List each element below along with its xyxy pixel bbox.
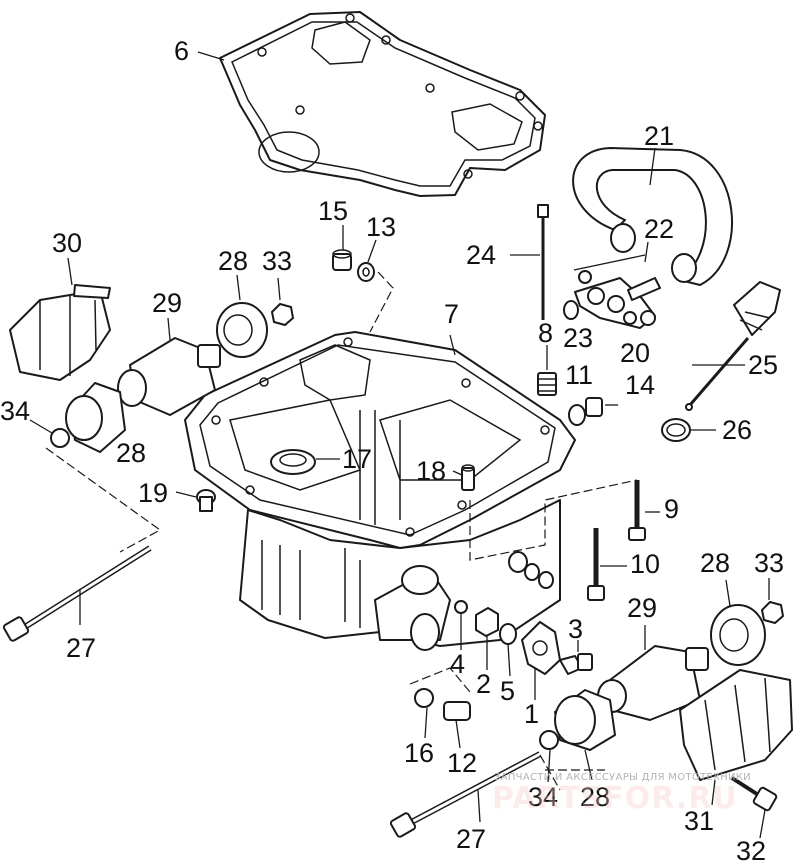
callout-27b: 27 [456, 824, 486, 854]
callout-33a: 33 [262, 246, 292, 276]
callout-28b: 28 [116, 438, 146, 468]
callout-14: 14 [625, 370, 655, 400]
part-o-ring-23 [563, 300, 579, 320]
part-nut-33a [271, 303, 294, 326]
callout-21: 21 [644, 121, 674, 151]
callout-13: 13 [366, 212, 396, 242]
callout-28d: 28 [580, 782, 610, 812]
part-bolt-12 [443, 701, 471, 721]
part-washer-13 [357, 262, 375, 282]
part-oil-pan [184, 331, 576, 647]
callout-12: 12 [447, 748, 477, 778]
callout-28a: 28 [218, 246, 248, 276]
callout-31: 31 [684, 806, 714, 836]
callout-20: 20 [620, 338, 650, 368]
callout-33b: 33 [754, 548, 784, 578]
leader-lines [29, 51, 770, 839]
part-seal-ring [270, 449, 316, 475]
callout-9: 9 [664, 494, 679, 524]
callout-29a: 29 [152, 288, 182, 318]
part-mount-bracket-30 [9, 284, 111, 381]
callout-7: 7 [444, 299, 459, 329]
part-washer-34a [50, 428, 70, 448]
part-bolt-9 [628, 480, 646, 541]
part-washer-11 [568, 404, 586, 426]
part-union-1 [521, 621, 561, 675]
callout-8: 8 [538, 318, 553, 348]
callout-25: 25 [748, 350, 778, 380]
part-fitting-pan [508, 551, 554, 589]
part-through-bolt-27b [389, 751, 542, 838]
watermark-tagline: ЗАПЧАСТИ И АКСЕССУАРЫ ДЛЯ МОТОТЕХНИКИ [494, 772, 751, 783]
callout-32: 32 [736, 836, 766, 864]
callout-16: 16 [404, 738, 434, 768]
callout-30: 30 [52, 228, 82, 258]
callout-22: 22 [644, 214, 674, 244]
watermark: ЗАПЧАСТИ И АКСЕССУАРЫ ДЛЯ МОТОТЕХНИКИ PA… [492, 772, 751, 816]
callout-23: 23 [563, 323, 593, 353]
callout-27a: 27 [66, 633, 96, 663]
part-outlet-pipe [374, 565, 451, 651]
part-washer-34b [539, 730, 559, 750]
part-damper-29a [117, 337, 221, 416]
callout-28c: 28 [700, 548, 730, 578]
part-hose [572, 147, 733, 286]
callout-15: 15 [318, 196, 348, 226]
part-o-ring-5 [499, 623, 517, 645]
callout-10: 10 [630, 549, 660, 579]
callout-5: 5 [500, 676, 515, 706]
callout-34a: 34 [0, 396, 30, 426]
part-through-bolt-27a [2, 545, 152, 642]
part-mount-bracket-31 [679, 669, 793, 781]
callout-4: 4 [450, 649, 465, 679]
part-bolt-4 [454, 600, 468, 614]
part-plug [537, 372, 557, 396]
part-bolt-3 [559, 653, 593, 675]
callout-11: 11 [565, 360, 593, 390]
callout-6: 6 [174, 36, 189, 66]
callout-29b: 29 [627, 593, 657, 623]
part-bolt-15 [332, 249, 352, 271]
part-dowel-pin [461, 464, 475, 491]
part-cable-tie [537, 204, 549, 320]
part-gasket [219, 11, 546, 197]
part-collar-2 [475, 607, 499, 637]
callout-labels: 1 2 3 4 5 6 7 8 9 10 11 12 13 14 15 16 1… [0, 36, 784, 864]
part-o-ring-26 [661, 418, 691, 442]
callout-34b: 34 [528, 782, 558, 812]
part-nut-33b [761, 601, 784, 624]
callout-3: 3 [568, 614, 583, 644]
callout-24: 24 [466, 240, 496, 270]
part-bolt-14 [585, 397, 603, 417]
part-bolt-10 [587, 528, 605, 601]
callout-19: 19 [138, 478, 168, 508]
part-bush-28a [216, 302, 268, 358]
part-bolt-19 [196, 489, 216, 512]
part-bush-28b [65, 382, 126, 453]
part-dipstick [685, 281, 781, 411]
part-breather-union [574, 270, 661, 329]
callout-2: 2 [476, 669, 491, 699]
alignment-lines [45, 271, 638, 791]
callout-26: 26 [722, 415, 752, 445]
callout-17: 17 [342, 444, 372, 474]
watermark-brand: PARTSFOR.RU [492, 781, 738, 816]
part-washer-16 [414, 688, 434, 708]
part-bush-28d [554, 689, 616, 751]
callout-1: 1 [524, 699, 539, 729]
callout-18: 18 [416, 456, 446, 486]
part-bush-28c [710, 604, 766, 666]
part-bolt-32 [730, 776, 778, 812]
